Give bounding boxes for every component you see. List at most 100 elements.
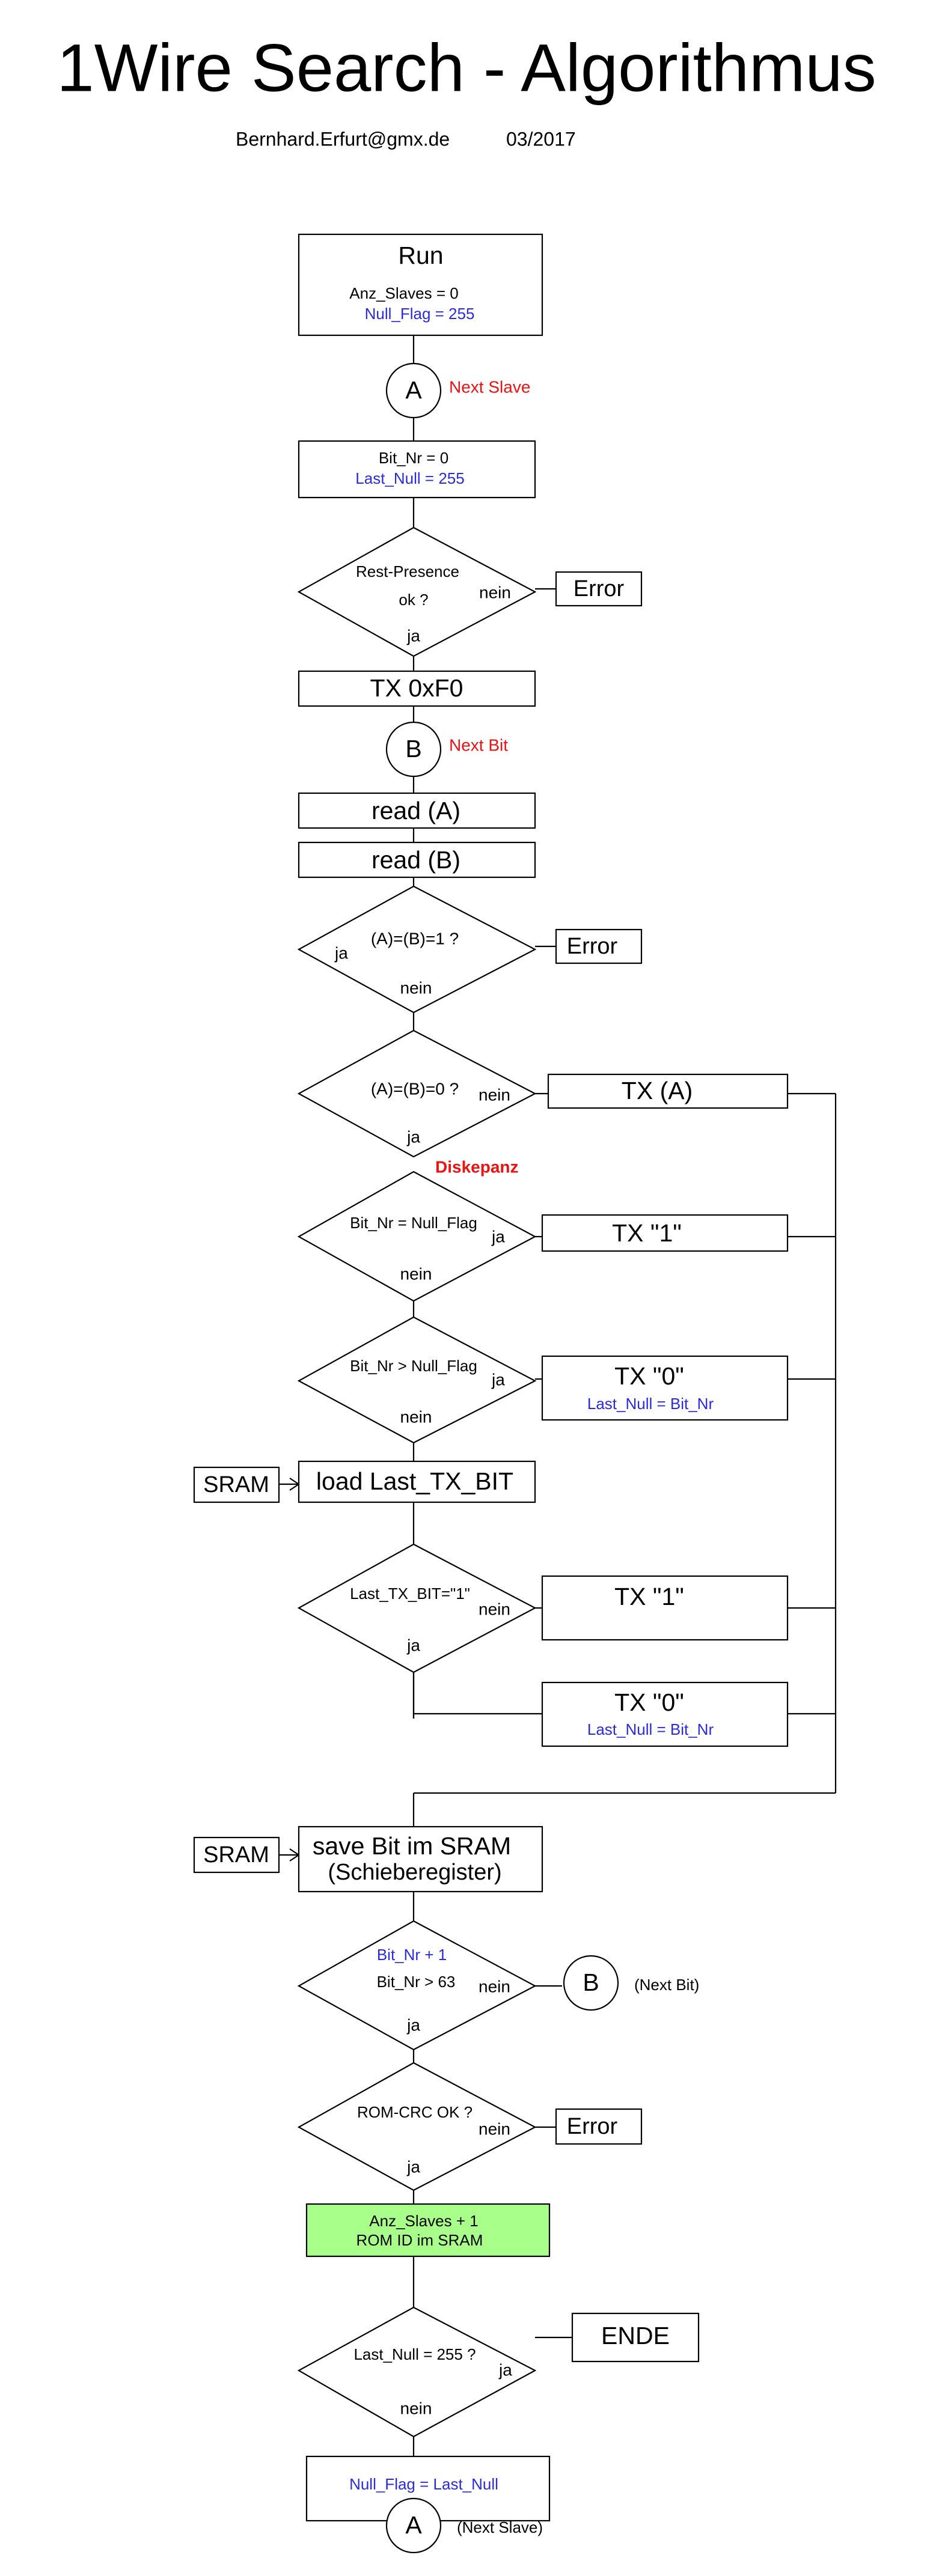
set-null-flag-label: Null_Flag = Last_Null xyxy=(349,2475,498,2493)
sram-2-label: SRAM xyxy=(203,1842,269,1868)
read-b-label: read (B) xyxy=(372,846,460,874)
store-rom-line1: Anz_Slaves + 1 xyxy=(369,2212,478,2230)
decision-last-no-label: nein xyxy=(479,1600,510,1618)
decision-ab0-yes-label: ja xyxy=(406,1127,420,1146)
connector-a-top xyxy=(385,362,442,419)
read-a-label: read (A) xyxy=(372,797,460,824)
save-bit-line2: (Schieberegister) xyxy=(328,1860,501,1885)
tx-a-box xyxy=(547,1073,789,1109)
reset-presence-line2: ok ? xyxy=(399,591,428,609)
ende-label: ENDE xyxy=(601,2322,670,2349)
decision-crc-no-label: nein xyxy=(479,2119,510,2138)
decision-gt-label: Bit_Nr > Null_Flag xyxy=(350,1357,477,1375)
decision-rom-crc xyxy=(297,2062,537,2191)
connector-b-top xyxy=(385,721,442,778)
save-bit-box xyxy=(298,1825,543,1893)
connector-a-top-label: A xyxy=(405,376,422,404)
error-3-label: Error xyxy=(567,2114,618,2139)
decision-ab1-label: (A)=(B)=1 ? xyxy=(371,929,459,948)
decision-lastnull-yes-label: ja xyxy=(498,2360,512,2379)
error-2-label: Error xyxy=(567,934,618,959)
decision-bitnr-no-label: nein xyxy=(479,1977,510,1996)
run-title: Run xyxy=(398,242,443,269)
reset-presence-decision xyxy=(297,526,537,657)
decision-ab1-no-label: nein xyxy=(400,978,432,997)
read-b-box xyxy=(298,841,536,878)
connector-a-bottom-label: A xyxy=(405,2511,422,2539)
error-box-1 xyxy=(555,571,643,607)
connector-lines xyxy=(412,335,836,2521)
connector-b-bottom xyxy=(563,1955,619,2011)
decision-eq-yes-label: ja xyxy=(491,1227,505,1246)
tx-f0-box xyxy=(298,670,536,707)
store-rom-line2: ROM ID im SRAM xyxy=(356,2231,483,2249)
tx-1-box-b xyxy=(541,1575,789,1641)
decision-eq-no-label: nein xyxy=(400,1264,432,1283)
sram-box-1 xyxy=(193,1466,280,1503)
decision-bit-nr-63 xyxy=(297,1920,537,2051)
error-box-3 xyxy=(555,2108,643,2145)
author-email: Bernhard.Erfurt@gmx.de xyxy=(236,128,450,150)
decision-gt-no-label: nein xyxy=(400,1407,432,1426)
save-bit-line1: save Bit im SRAM xyxy=(313,1832,511,1860)
read-a-box xyxy=(298,792,536,829)
run-box xyxy=(298,233,543,336)
tx-0-box-b xyxy=(541,1681,789,1747)
tx-0-b-label: TX "0" xyxy=(614,1688,684,1716)
decision-ab0-label: (A)=(B)=0 ? xyxy=(371,1079,459,1098)
error-1-label: Error xyxy=(574,576,625,601)
tx-1-a-label: TX "1" xyxy=(612,1219,682,1247)
decision-ab-equal-0 xyxy=(297,1029,537,1158)
run-line-anz-slaves: Anz_Slaves = 0 xyxy=(349,284,458,302)
tx-0-box-a xyxy=(541,1355,789,1421)
tx-1-b-label: TX "1" xyxy=(614,1583,684,1610)
date-label: 03/2017 xyxy=(506,128,576,150)
decision-last-label: Last_TX_BIT="1" xyxy=(350,1585,470,1603)
decision-last-null-255 xyxy=(297,2306,537,2438)
error-box-2 xyxy=(555,928,643,964)
decision-crc-yes-label: ja xyxy=(406,2157,420,2176)
diskrepanz-label: Diskepanz xyxy=(435,1157,519,1176)
reset-presence-line1: Rest-Presence xyxy=(356,562,459,580)
tx-1-box-a xyxy=(541,1214,789,1252)
next-slave-note: Next Slave xyxy=(449,377,530,396)
decision-gt-yes-label: ja xyxy=(491,1370,505,1389)
connector-b-top-label: B xyxy=(405,735,421,763)
decision-bitnr-yes-label: ja xyxy=(406,2015,420,2034)
tx-0-a-label: TX "0" xyxy=(614,1362,684,1390)
decision-last-yes-label: ja xyxy=(406,1636,420,1654)
decision-ab1-yes-label: ja xyxy=(334,943,348,962)
decision-bit-nr-equal xyxy=(297,1171,537,1302)
decision-ab0-no-label: nein xyxy=(479,1085,510,1104)
decision-eq-label: Bit_Nr = Null_Flag xyxy=(350,1214,477,1232)
load-last-tx-bit-label: load Last_TX_BIT xyxy=(316,1467,513,1495)
decision-ab-equal-1 xyxy=(297,885,537,1014)
init-bits-box xyxy=(298,440,536,499)
decision-bitnr-compare: Bit_Nr > 63 xyxy=(377,1973,456,1991)
decision-bit-nr-greater xyxy=(297,1316,537,1444)
tx-0-b-sub: Last_Null = Bit_Nr xyxy=(587,1720,714,1738)
tx-a-label: TX (A) xyxy=(622,1077,693,1104)
tx-f0-label: TX 0xF0 xyxy=(370,674,463,702)
decision-last-tx-bit xyxy=(297,1543,537,1673)
connector-b-bottom-note: (Next Bit) xyxy=(634,1976,699,1994)
decision-lastnull-no-label: nein xyxy=(400,2399,432,2417)
run-line-null-flag: Null_Flag = 255 xyxy=(365,305,475,323)
connector-a-bottom xyxy=(385,2497,442,2554)
connector-a-bottom-note: (Next Slave) xyxy=(457,2518,543,2536)
tx-0-a-sub: Last_Null = Bit_Nr xyxy=(587,1395,714,1413)
init-bit-nr: Bit_Nr = 0 xyxy=(379,449,448,467)
decision-lastnull-label: Last_Null = 255 ? xyxy=(353,2345,476,2363)
page-title: 1Wire Search - Algorithmus xyxy=(57,31,876,106)
load-last-tx-bit-box xyxy=(298,1460,536,1503)
branch-lines xyxy=(279,588,837,2339)
decision-crc-label: ROM-CRC OK ? xyxy=(357,2103,473,2121)
ende-box xyxy=(571,2312,700,2363)
sram-1-label: SRAM xyxy=(203,1472,269,1497)
connector-b-bottom-label: B xyxy=(583,1969,599,1996)
init-last-null: Last_Null = 255 xyxy=(355,469,464,487)
reset-presence-yes-label: ja xyxy=(406,626,420,645)
decision-bitnr-increment: Bit_Nr + 1 xyxy=(377,1946,447,1964)
store-rom-box xyxy=(305,2203,551,2258)
